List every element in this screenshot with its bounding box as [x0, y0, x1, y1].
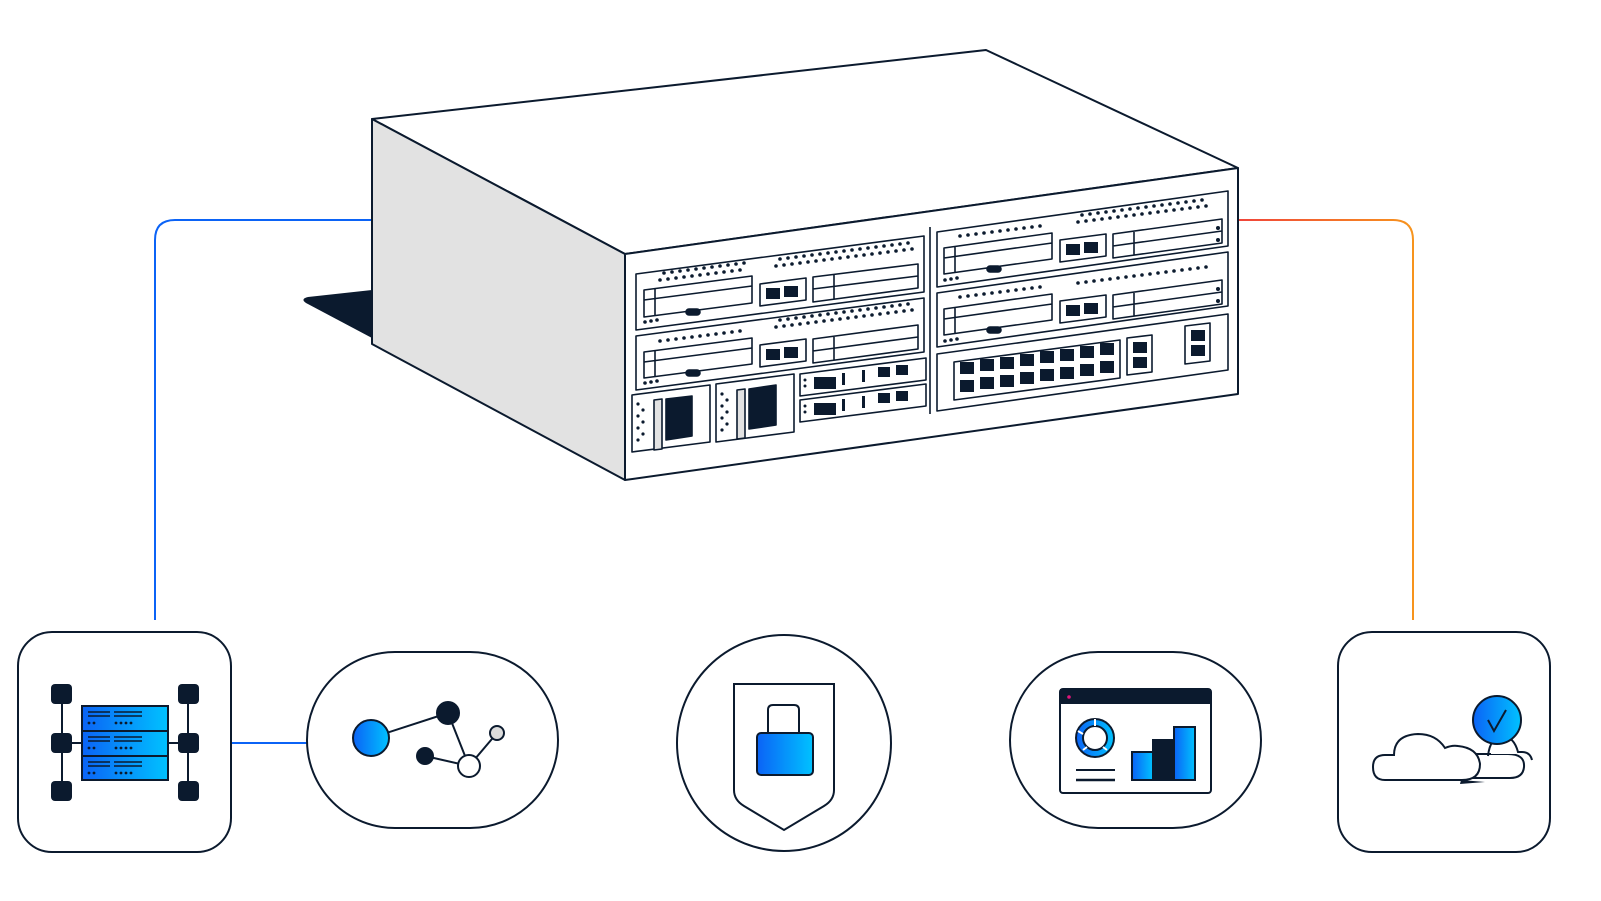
bar-chart-icon	[1131, 726, 1196, 781]
rj45-port-pair	[759, 277, 807, 307]
padlock-shackle	[767, 704, 800, 733]
node-network-graph[interactable]	[306, 651, 559, 829]
ethernet-port-block	[953, 339, 1121, 401]
node-frame	[306, 651, 559, 829]
ethernet-ports	[960, 343, 1114, 392]
check-badge	[1472, 695, 1522, 745]
node-frame	[1337, 631, 1551, 853]
cloud-check-icon	[1371, 695, 1533, 784]
connector-device-to-cloud	[1238, 219, 1414, 620]
chassis-left-modules	[631, 235, 927, 453]
connector-device-to-datacenter	[154, 219, 372, 620]
shield-lock-icon	[733, 683, 835, 832]
server-chassis-icon	[303, 49, 1239, 481]
cloud-front	[1371, 732, 1482, 781]
node-security[interactable]	[676, 634, 892, 852]
padlock-body	[756, 732, 814, 776]
connector-lines	[154, 219, 1414, 744]
vent-holes	[643, 241, 914, 324]
checkmark-icon	[1487, 709, 1507, 734]
vent-holes	[643, 302, 914, 385]
node-analytics[interactable]	[1009, 651, 1262, 829]
window-titlebar	[1060, 689, 1211, 704]
dashboard-chart-icon	[1059, 688, 1212, 794]
vent-holes	[943, 198, 1220, 343]
chassis-right-modules	[936, 190, 1229, 412]
server-rack-icon	[51, 684, 199, 801]
chassis-shadow	[303, 290, 372, 338]
donut-chart-icon	[1075, 718, 1115, 758]
network-nodes-icon	[352, 701, 505, 778]
rj45-port-pair	[759, 338, 807, 368]
node-cloud[interactable]	[1337, 631, 1551, 853]
node-data-center[interactable]	[17, 631, 232, 853]
